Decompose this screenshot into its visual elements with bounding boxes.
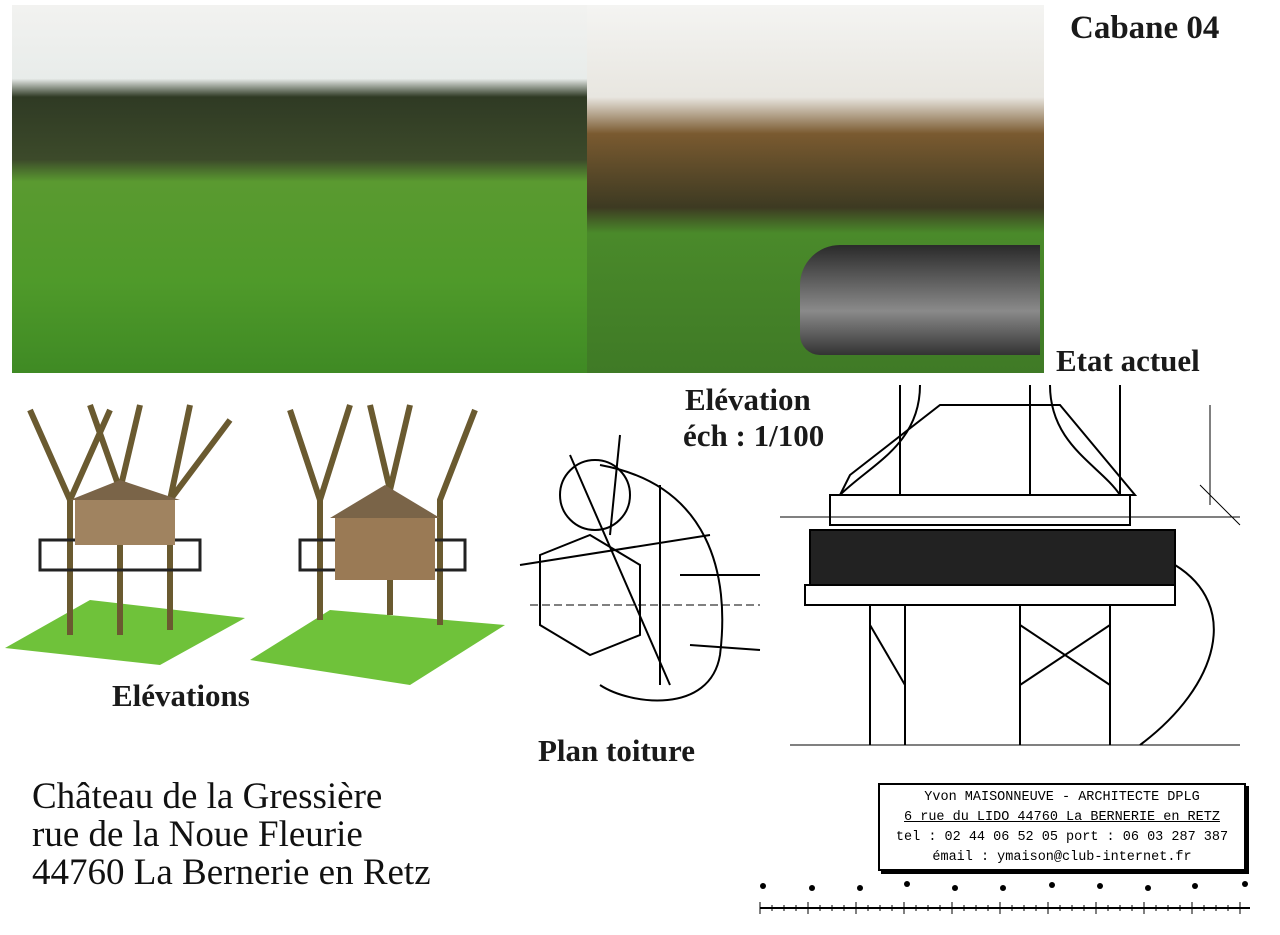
elevation-drawing bbox=[780, 385, 1241, 746]
elevation-title: Elévation bbox=[685, 382, 811, 417]
photos-caption: Etat actuel bbox=[1056, 343, 1200, 378]
architect-stamp: Yvon MAISONNEUVE - ARCHITECTE DPLG 6 rue… bbox=[878, 783, 1246, 871]
renders-caption: Elévations bbox=[112, 678, 250, 713]
roof-plan-caption: Plan toiture bbox=[538, 733, 695, 768]
address-line-1: Château de la Gressière bbox=[32, 776, 383, 817]
address-line-2: rue de la Noue Fleurie bbox=[32, 814, 363, 855]
pond bbox=[800, 245, 1040, 355]
elevation-scale: éch : 1/100 bbox=[683, 418, 825, 453]
architect-name: Yvon MAISONNEUVE - ARCHITECTE DPLG bbox=[924, 790, 1200, 805]
architect-phone: tel : 02 44 06 52 05 port : 06 03 287 38… bbox=[895, 830, 1229, 845]
treehouse-renders bbox=[5, 404, 505, 685]
roof-plan-drawing bbox=[519, 434, 761, 702]
sheet-title: Cabane 04 bbox=[1070, 10, 1220, 46]
architect-address: 6 rue du LIDO 44760 La BERNERIE en RETZ bbox=[904, 810, 1220, 825]
site-photo-meadow bbox=[12, 5, 587, 373]
address-line-3: 44760 La Bernerie en Retz bbox=[32, 852, 431, 893]
architect-email: émail : ymaison@club-internet.fr bbox=[932, 850, 1192, 865]
scale-bar bbox=[759, 881, 1250, 914]
project-address: Château de la Gressière rue de la Noue F… bbox=[32, 778, 431, 892]
